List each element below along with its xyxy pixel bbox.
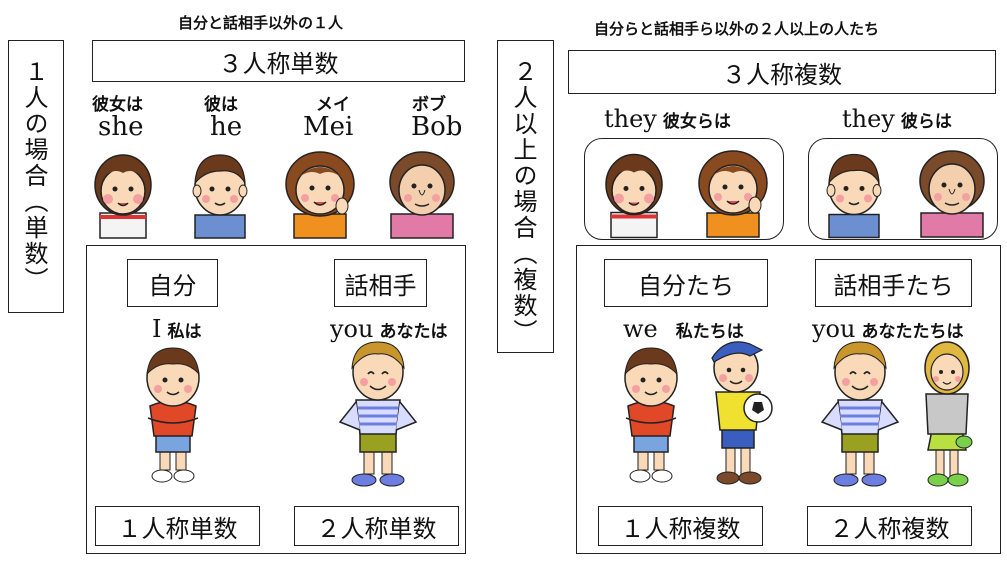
boy-with-soccer-ball-icon [711,341,773,485]
they-girls-group [584,138,784,240]
boy-face-icon [826,153,882,239]
they-girls-jp: 彼女らは [662,112,731,132]
mei-face-icon [698,150,768,238]
she-en: she [98,112,144,142]
we-en: we [623,315,658,343]
singular-top-heading: 自分と話相手以外の１人 [178,14,344,32]
she-jp: 彼女は [92,95,143,115]
they-boys-en: they [842,105,895,133]
bob-face-icon [919,150,985,238]
second-plural-label: 話相手たち [815,259,972,307]
girl-with-bag-icon [924,341,973,487]
girl-face-icon [94,154,152,239]
he-en: he [210,112,243,142]
first-plural-person-label: １人称複数 [598,506,763,546]
mei-jp: メイ [316,95,350,115]
bob-face-icon [389,151,455,239]
boy-arms-crossed-icon [146,347,200,483]
plural-side-box: ２人以上の場合（複数） [497,40,554,353]
second-plural-person-label: ２人称複数 [807,506,972,546]
singular-side-box: １人の場合（単数） [8,40,64,313]
i-jp: 私は [167,322,202,342]
plural-top-heading: 自分らと話相手ら以外の２人以上の人たち [594,20,880,38]
you-singular-en: you [330,315,374,343]
boy-arms-crossed-icon [624,347,678,483]
bob-jp: ボブ [412,95,446,115]
boy-face-icon [192,154,248,239]
first-plural-pronoun: we 私たちは [623,315,744,343]
they-boys-jp: 彼らは [900,112,952,132]
plural-side-label: ２人以上の場合（複数） [509,59,537,345]
singular-side-label: １人の場合（単数） [20,59,48,293]
you-plural-en: you [812,315,856,343]
second-singular-label: 話相手 [334,259,427,307]
second-singular-person-label: ２人称単数 [294,506,459,546]
they-boys-group [808,138,998,240]
you-singular-jp: あなたは [379,322,448,342]
bob-en: Bob [411,112,463,142]
girl-face-icon [605,153,663,239]
boy-hands-on-hips-icon [820,341,900,487]
he-jp: 彼は [204,95,238,115]
first-singular-person-label: １人称単数 [95,506,260,546]
third-plural-title: ３人称複数 [568,50,996,94]
you-plural-jp: あなたたちは [861,322,964,342]
third-singular-title: ３人称単数 [92,40,465,82]
we-jp: 私たちは [675,322,744,342]
mei-face-icon [285,151,355,239]
i-en: I [152,315,162,343]
first-plural-label: 自分たち [604,259,768,307]
first-singular-label: 自分 [127,259,218,307]
mei-en: Mei [303,112,354,142]
boy-hands-on-hips-icon [338,341,418,487]
they-girls-en: they [604,105,657,133]
